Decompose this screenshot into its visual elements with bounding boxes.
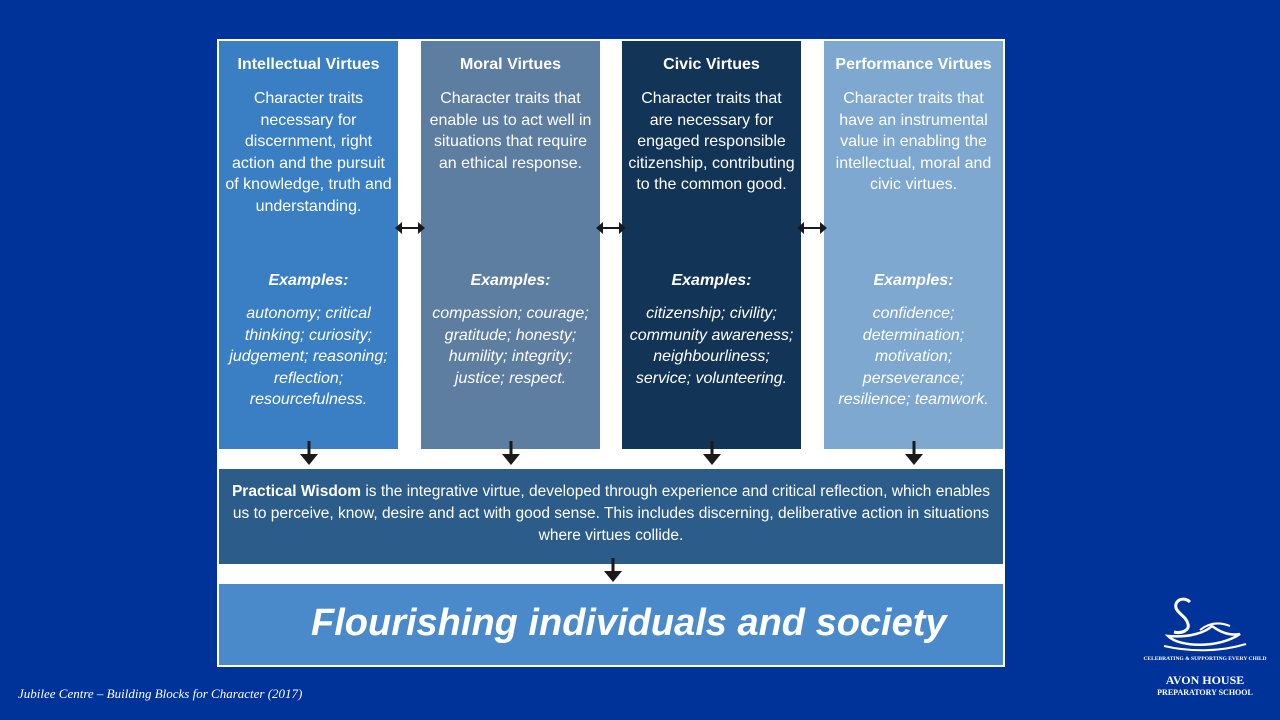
column-description: Character traits that enable us to act w… [429,90,592,172]
column-description: Character traits that are necessary for … [628,90,795,193]
source-caption: Jubilee Centre – Building Blocks for Cha… [18,686,303,701]
down-arrow-icon [604,558,622,582]
school-logo: CELEBRATING & SUPPORTING EVERY CHILD AVO… [1140,596,1270,706]
double-arrow-icon [797,222,827,234]
diagram-frame: Intellectual Virtues Character traits ne… [217,39,1005,667]
column-title: Intellectual Virtues [237,56,380,73]
moral-virtues-box: Moral Virtues Character traits that enab… [421,41,600,449]
performance-virtues-box: Performance Virtues Character traits tha… [824,41,1003,449]
examples-list: autonomy; critical thinking; curiosity; … [229,305,388,408]
double-arrow-icon [596,222,626,234]
down-arrow-icon [300,441,318,465]
swan-logo-icon [1163,597,1247,652]
civic-virtues-box: Civic Virtues Character traits that are … [622,41,801,449]
practical-wisdom-term: Practical Wisdom [231,483,362,500]
column-description: Character traits that have an instrument… [835,90,992,193]
practical-wisdom-text: Practical Wisdom is the integrative virt… [229,481,993,547]
flourishing-box: Flourishing individuals and society [219,584,1003,665]
examples-list: compassion; courage; gratitude; honesty;… [432,305,589,387]
examples-label: Examples: [671,272,752,289]
column-description: Character traits necessary for discernme… [225,90,392,215]
logo-tagline: CELEBRATING & SUPPORTING EVERY CHILD [1143,656,1267,662]
double-arrow-icon [395,222,425,234]
practical-wisdom-box: Practical Wisdom is the integrative virt… [219,469,1003,564]
examples-label: Examples: [873,272,954,289]
column-title: Civic Virtues [663,56,760,73]
examples-list: confidence; determination; motivation; p… [838,305,989,408]
flourishing-text: Flourishing individuals and society [311,602,947,644]
down-arrow-icon [703,441,721,465]
logo-name: AVON HOUSE [1165,673,1245,687]
examples-label: Examples: [470,272,551,289]
down-arrow-icon [502,441,520,465]
logo-school: PREPARATORY SCHOOL [1157,688,1253,697]
intellectual-virtues-box: Intellectual Virtues Character traits ne… [219,41,398,449]
examples-list: citizenship; civility; community awarene… [629,305,794,387]
column-title: Moral Virtues [459,56,562,73]
practical-wisdom-description: is the integrative virtue, developed thr… [232,483,991,544]
examples-label: Examples: [268,272,349,289]
down-arrow-icon [905,441,923,465]
column-title: Performance Virtues [835,56,992,73]
